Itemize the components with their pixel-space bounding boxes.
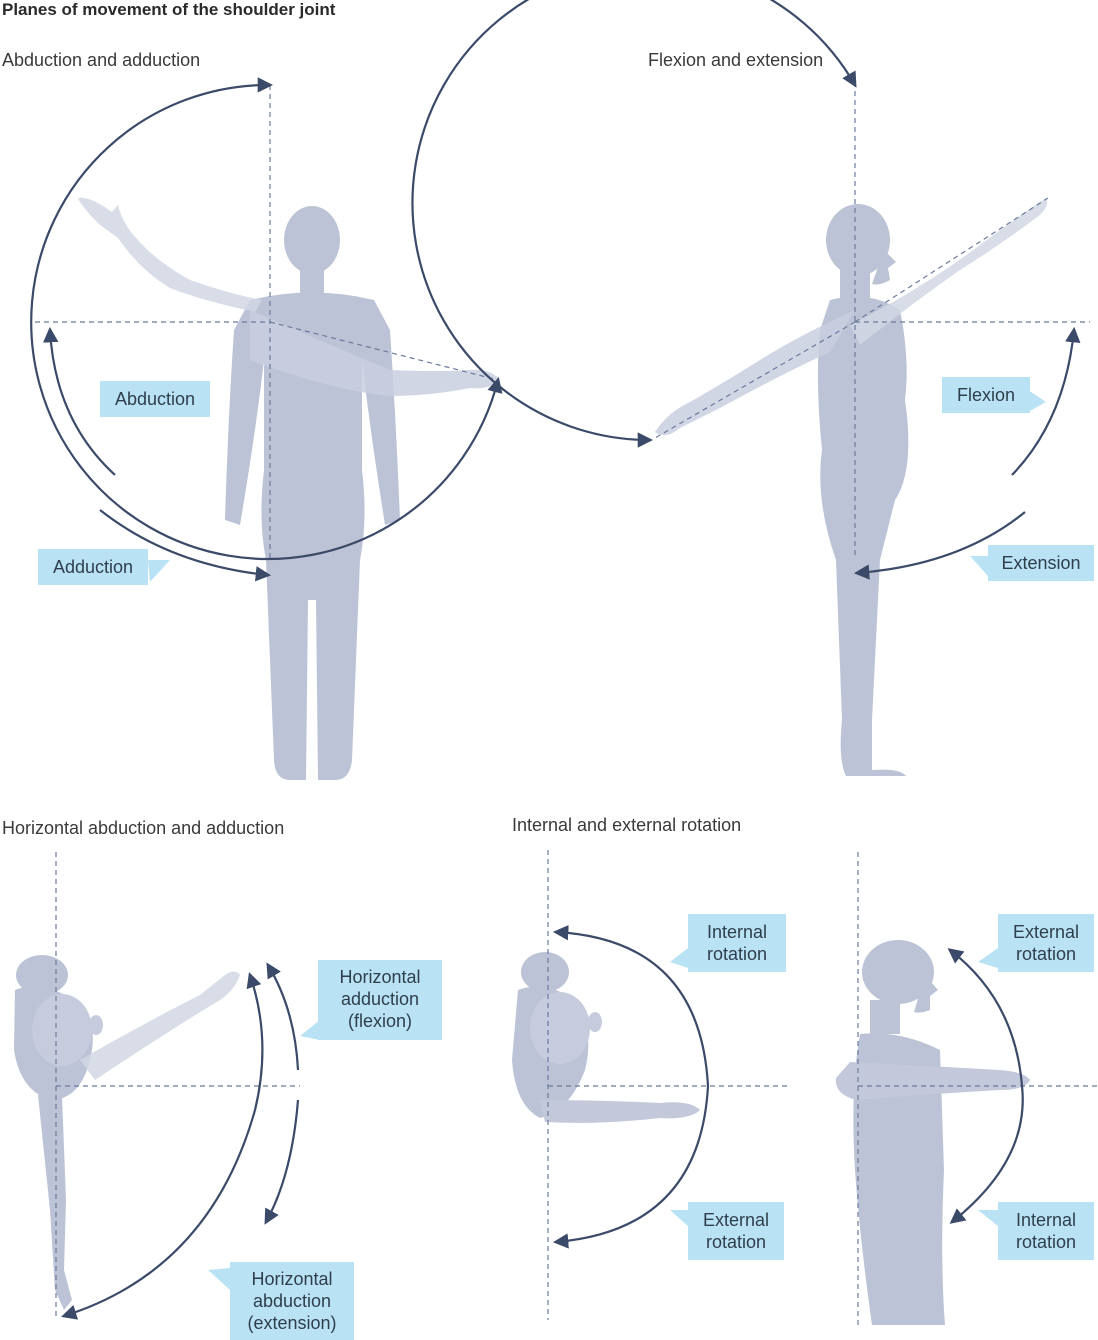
label-line: rotation — [705, 1232, 767, 1252]
label-pointers — [100, 385, 1046, 1290]
horizontal-abduction-arc — [264, 1099, 300, 1225]
adduction-arc — [99, 509, 272, 582]
panel-title-rotation: Internal and external rotation — [512, 815, 742, 835]
label-line: (flexion) — [347, 1011, 413, 1031]
rotation-forearm — [540, 1100, 700, 1123]
label-line: Horizontal — [339, 967, 421, 987]
raised-arm-ghost — [78, 197, 262, 312]
label-line: abduction — [252, 1291, 332, 1311]
label-line: Internal — [706, 922, 768, 942]
label-line: External — [702, 1210, 770, 1230]
panel-title-horizontal: Horizontal abduction and adduction — [2, 818, 285, 838]
flexion-arc — [1011, 326, 1081, 476]
horizontal-big-arc — [61, 972, 264, 1320]
label-line: Horizontal — [251, 1269, 333, 1289]
label-line: adduction — [340, 989, 420, 1009]
label-horizontal-abduction: Horizontal abduction (extension) — [230, 1262, 354, 1340]
label-line: rotation — [1015, 944, 1077, 964]
label-internal-rotation-left: Internal rotation — [688, 914, 786, 972]
abduction-arc — [42, 326, 116, 476]
panel-title-flexion-extension: Flexion and extension — [648, 50, 824, 70]
label-line: (extension) — [247, 1313, 337, 1333]
top-arm-ghost — [80, 971, 240, 1080]
label-adduction: Adduction — [38, 549, 148, 585]
rotation-top-figure — [512, 952, 602, 1118]
label-external-rotation-right: External rotation — [998, 914, 1094, 972]
label-abduction: Abduction — [100, 381, 210, 417]
rotation-left-arc — [552, 925, 710, 1249]
side-figure — [817, 204, 909, 776]
extension-arc — [853, 511, 1026, 580]
rotation-side-arm — [835, 1062, 1030, 1100]
label-external-rotation-left: External rotation — [688, 1202, 784, 1260]
label-extension: Extension — [988, 545, 1094, 581]
front-figure — [225, 206, 400, 780]
label-horizontal-adduction: Horizontal adduction (flexion) — [318, 960, 442, 1040]
label-line: rotation — [1015, 1232, 1077, 1252]
flexed-arm-ghost — [850, 198, 1048, 345]
flexion-big-arc — [411, 0, 857, 448]
horizontal-adduction-arc — [266, 962, 300, 1071]
rotation-side-figure — [853, 940, 945, 1325]
label-line: rotation — [706, 944, 768, 964]
label-flexion: Flexion — [942, 377, 1030, 413]
label-line: Internal — [1015, 1210, 1077, 1230]
top-figure — [14, 955, 103, 1310]
label-line: External — [1012, 922, 1080, 942]
label-internal-rotation-right: Internal rotation — [998, 1202, 1094, 1260]
figure-title: Planes of movement of the shoulder joint — [2, 0, 336, 19]
panel-title-abduction-adduction: Abduction and adduction — [2, 50, 201, 70]
rotation-right-arc — [947, 948, 1024, 1224]
abduction-big-arc — [30, 77, 503, 561]
